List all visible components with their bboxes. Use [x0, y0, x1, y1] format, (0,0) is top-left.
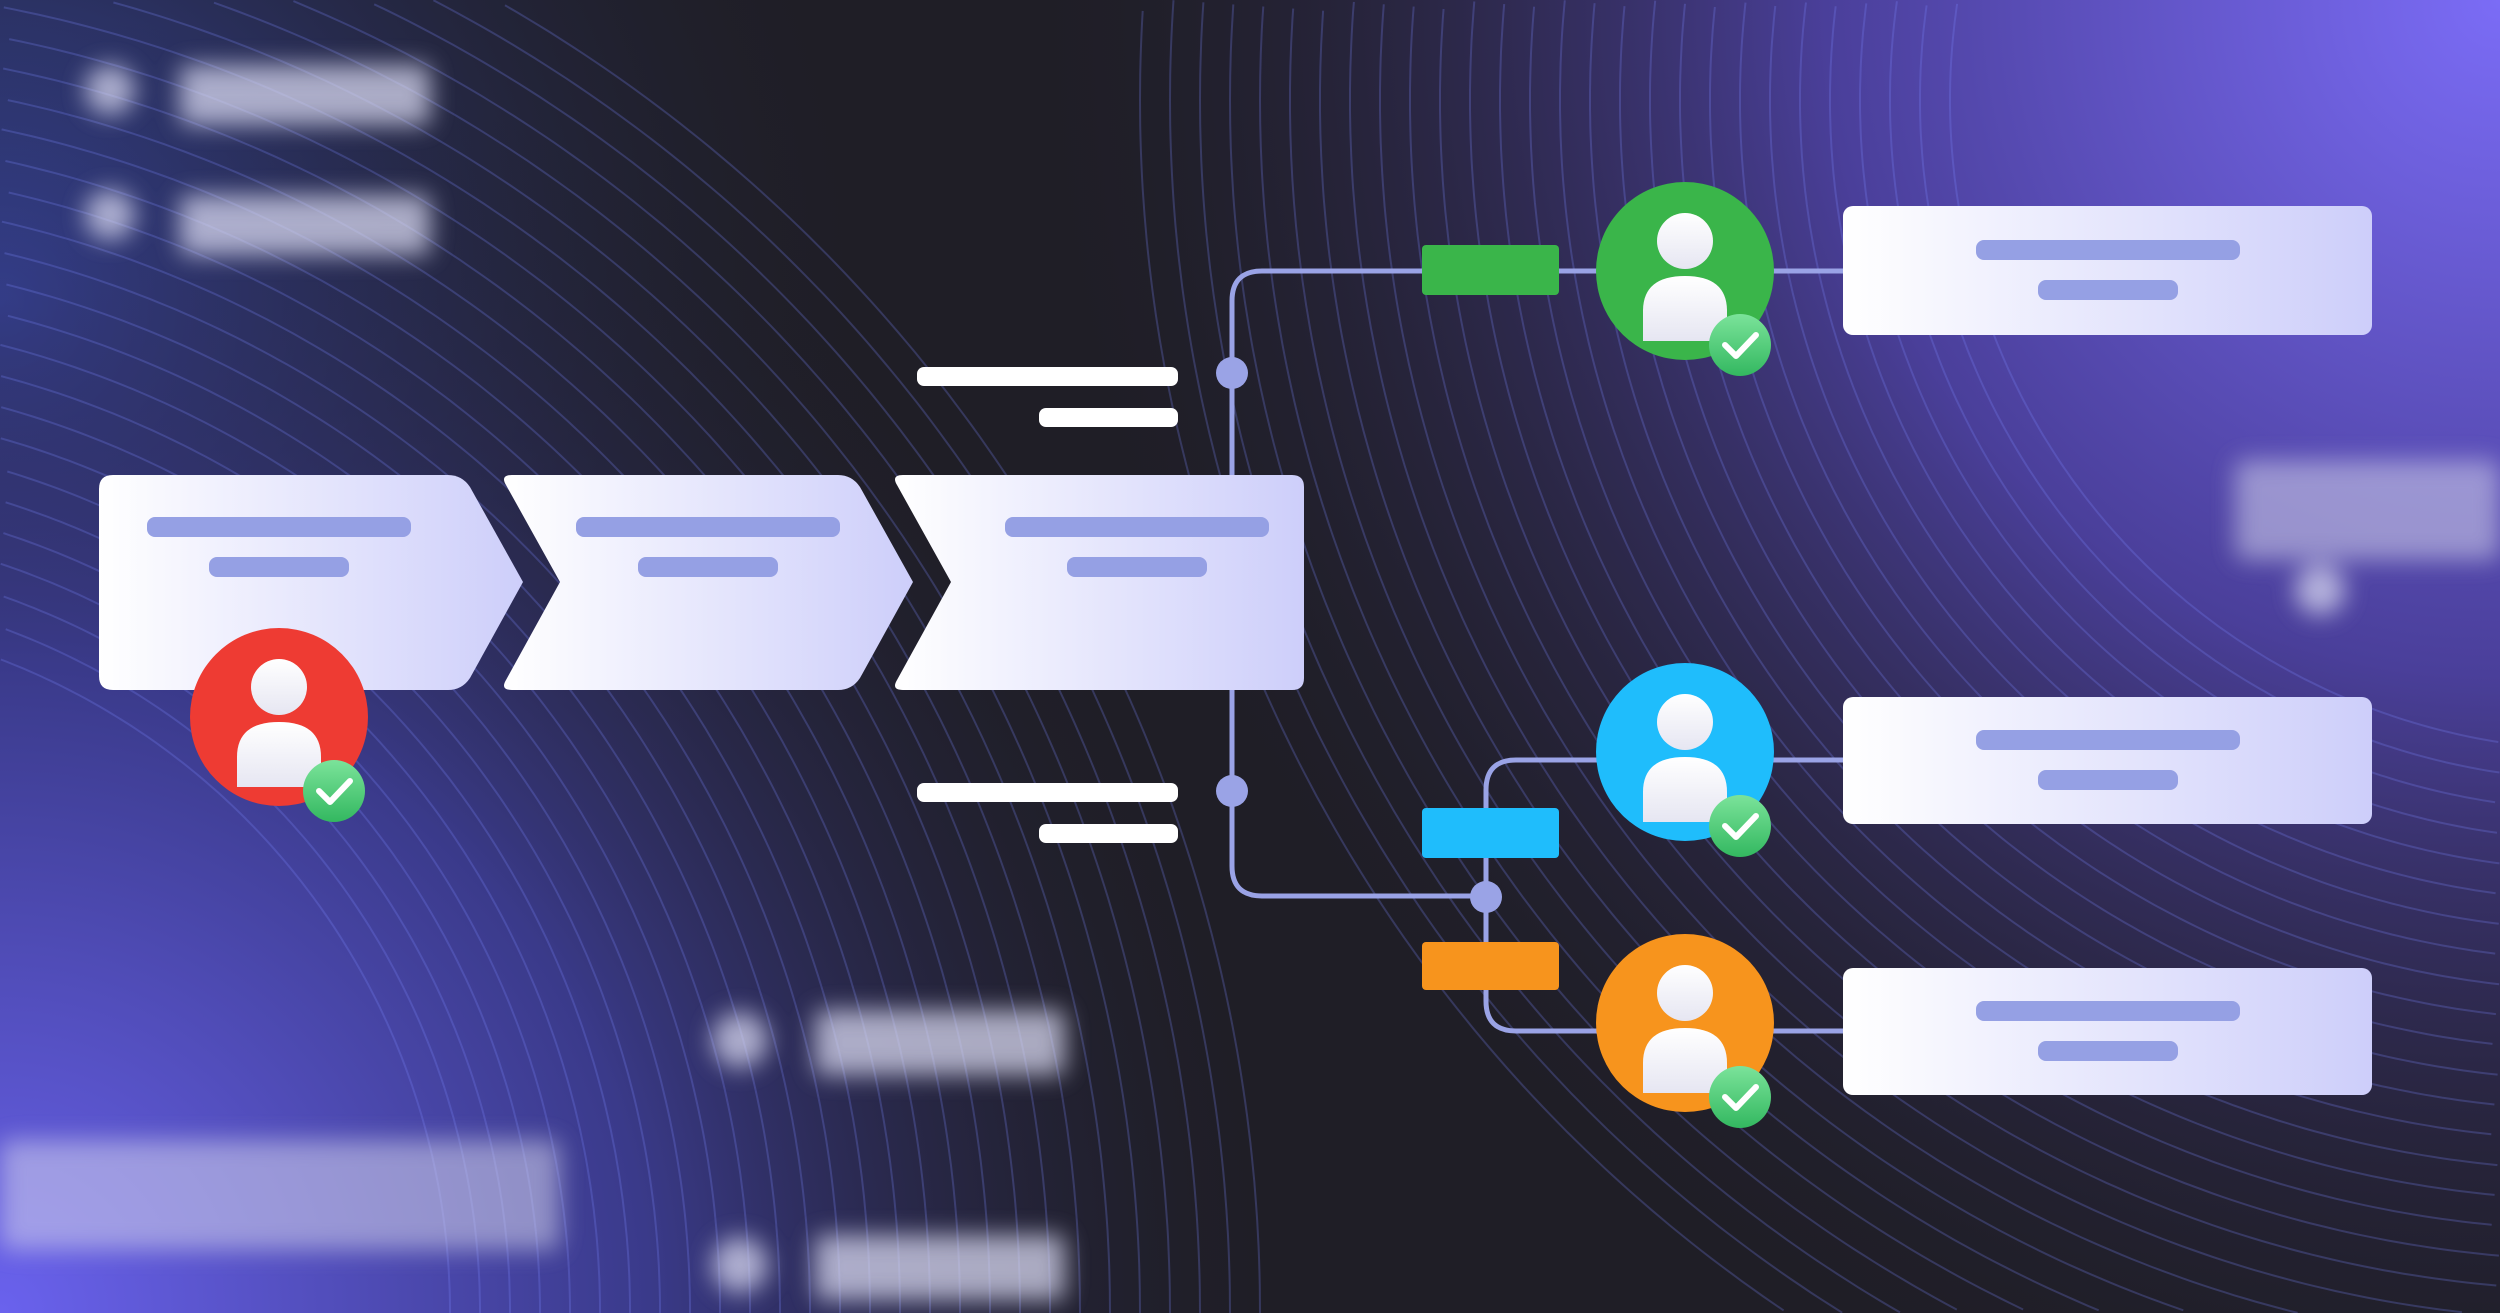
arc-line [1769, 5, 2499, 925]
avatar-red[interactable] [190, 628, 368, 822]
arc-line [0, 343, 751, 1313]
result-card[interactable] [1843, 697, 2372, 824]
avatar-circle [190, 628, 368, 806]
check-badge-icon [303, 760, 365, 822]
step-1[interactable] [99, 475, 523, 690]
result-card[interactable] [1843, 968, 2372, 1095]
arc-line [1949, 3, 2499, 743]
connector-node [1470, 881, 1502, 913]
arc-line [213, 1, 1141, 1313]
step-2[interactable] [504, 475, 913, 690]
arc-line [1138, 10, 1785, 1312]
connectors [1229, 268, 1843, 1034]
step-3[interactable] [895, 475, 1304, 690]
arc-line [1228, 4, 1958, 1311]
approver-avatars [190, 182, 1774, 1128]
arc-line [1439, 8, 2499, 1257]
avatar-green[interactable] [1596, 182, 1774, 376]
arc-line [0, 375, 721, 1313]
result-card[interactable] [1843, 206, 2372, 335]
check-badge-icon [1709, 795, 1771, 857]
arc-line [1198, 2, 1901, 1313]
avatar-blue[interactable] [1596, 663, 1774, 857]
connector-node [1216, 775, 1248, 807]
arc-line [1319, 10, 2184, 1312]
status-tag-green [1422, 245, 1559, 295]
arc-line [1379, 4, 2463, 1313]
avatar-circle [1596, 663, 1774, 841]
arc-line [1799, 2, 2496, 895]
status-tag-blue [1422, 808, 1559, 858]
avatar-orange[interactable] [1596, 934, 1774, 1128]
connector-node [1216, 357, 1248, 389]
arc-line [1409, 6, 2497, 1287]
avatar-circle [1596, 934, 1774, 1112]
arc-line [1349, 1, 2298, 1313]
check-badge-icon [1709, 314, 1771, 376]
arc-line [1168, 0, 1843, 1313]
avatar-circle [1596, 182, 1774, 360]
check-badge-icon [1709, 1066, 1771, 1128]
blurred-decorations [0, 65, 2500, 1300]
status-tag-orange [1422, 942, 1559, 990]
label-bars [917, 367, 1178, 843]
